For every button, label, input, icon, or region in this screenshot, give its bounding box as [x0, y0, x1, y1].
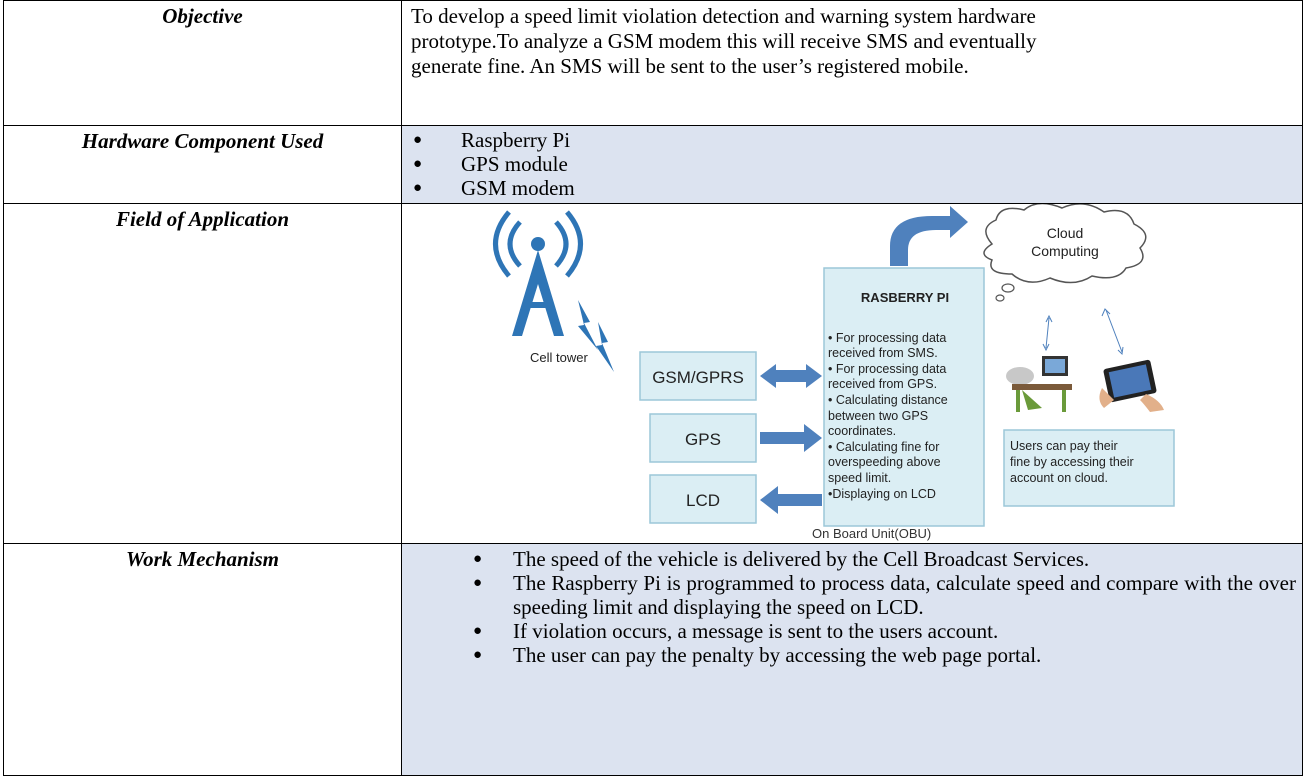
rpi-line: coordinates.	[828, 424, 896, 438]
raspberry-pi-text: • For processing data received from SMS.…	[828, 331, 948, 501]
list-item: The user can pay the penalty by accessin…	[402, 643, 1302, 667]
list-item: The Raspberry Pi is programmed to proces…	[402, 571, 1302, 619]
lcd-arrow	[760, 486, 822, 514]
rpi-line: • For processing data	[828, 331, 946, 345]
rpi-line: • Calculating fine for	[828, 440, 939, 454]
spec-table: Objective To develop a speed limit viola…	[3, 0, 1303, 776]
rpi-line: received from GPS.	[828, 377, 937, 391]
rpi-line: •Displaying on LCD	[828, 487, 936, 501]
gps-box	[649, 413, 757, 463]
rpi-line: received from SMS.	[828, 346, 938, 360]
rpi-line: between two GPS	[828, 409, 928, 423]
rpi-line: • Calculating distance	[828, 393, 948, 407]
cloud-arrow	[890, 206, 968, 266]
row-objective: Objective To develop a speed limit viola…	[3, 0, 1303, 126]
hardware-list: Raspberry Pi GPS module GSM modem	[402, 128, 1302, 200]
rpi-line: speed limit.	[828, 471, 891, 485]
list-item: The speed of the vehicle is delivered by…	[402, 547, 1302, 571]
lcd-label: LCD	[686, 491, 720, 510]
hardware-label: Hardware Component Used	[3, 125, 402, 204]
gps-arrow	[760, 424, 822, 452]
row-work-mechanism: Work Mechanism The speed of the vehicle …	[3, 543, 1303, 776]
desktop-user-icon	[1006, 356, 1072, 412]
work-list-cell: The speed of the vehicle is delivered by…	[401, 543, 1303, 776]
objective-line: generate fine. An SMS will be sent to th…	[411, 54, 969, 78]
users-line: Users can pay their	[1010, 439, 1118, 453]
raspberry-pi-title: RASBERRY PI	[861, 290, 949, 305]
row-field-of-application: Field of Application Cell tower	[3, 203, 1303, 544]
gps-label: GPS	[685, 430, 721, 449]
obu-label: On Board Unit(OBU)	[812, 526, 931, 541]
hardware-list-cell: Raspberry Pi GPS module GSM modem	[401, 125, 1303, 204]
field-label: Field of Application	[3, 203, 402, 544]
list-item: Raspberry Pi	[402, 128, 1302, 152]
list-item: GSM modem	[402, 176, 1302, 200]
lcd-box	[649, 474, 757, 524]
list-item: If violation occurs, a message is sent t…	[402, 619, 1302, 643]
users-line: fine by accessing their	[1010, 455, 1134, 469]
objective-line: prototype.To analyze a GSM modem this wi…	[411, 29, 1037, 53]
row-hardware: Hardware Component Used Raspberry Pi GPS…	[3, 125, 1303, 204]
gsm-label: GSM/GPRS	[652, 368, 744, 387]
gsm-box	[639, 351, 757, 401]
cloud-label-line1: Cloud	[1047, 225, 1084, 241]
sync-arrow-icon	[1042, 308, 1124, 356]
list-item: GPS module	[402, 152, 1302, 176]
users-box	[1003, 429, 1175, 507]
rpi-line: • For processing data	[828, 362, 946, 376]
objective-text: To develop a speed limit violation detec…	[401, 0, 1303, 126]
users-text: Users can pay their fine by accessing th…	[1010, 439, 1134, 485]
objective-line: To develop a speed limit violation detec…	[411, 4, 1036, 28]
cell-tower-label: Cell tower	[530, 350, 588, 365]
system-diagram: Cell tower GSM/GPRS GPS LCD RASBERRY PI …	[493, 204, 1175, 541]
raspberry-pi-box	[823, 267, 985, 527]
rpi-line: overspeeding above	[828, 455, 941, 469]
gsm-arrow	[760, 364, 822, 388]
lightning-icon	[578, 300, 614, 372]
cloud-label-line2: Computing	[1031, 243, 1099, 259]
work-list: The speed of the vehicle is delivered by…	[402, 547, 1302, 667]
users-line: account on cloud.	[1010, 471, 1108, 485]
objective-label: Objective	[3, 0, 402, 126]
tablet-user-icon	[1099, 359, 1164, 412]
diagram-cell: Cell tower GSM/GPRS GPS LCD RASBERRY PI …	[401, 203, 1303, 544]
cell-tower-icon	[493, 210, 583, 336]
cloud-icon	[983, 204, 1147, 302]
work-label: Work Mechanism	[3, 543, 402, 776]
